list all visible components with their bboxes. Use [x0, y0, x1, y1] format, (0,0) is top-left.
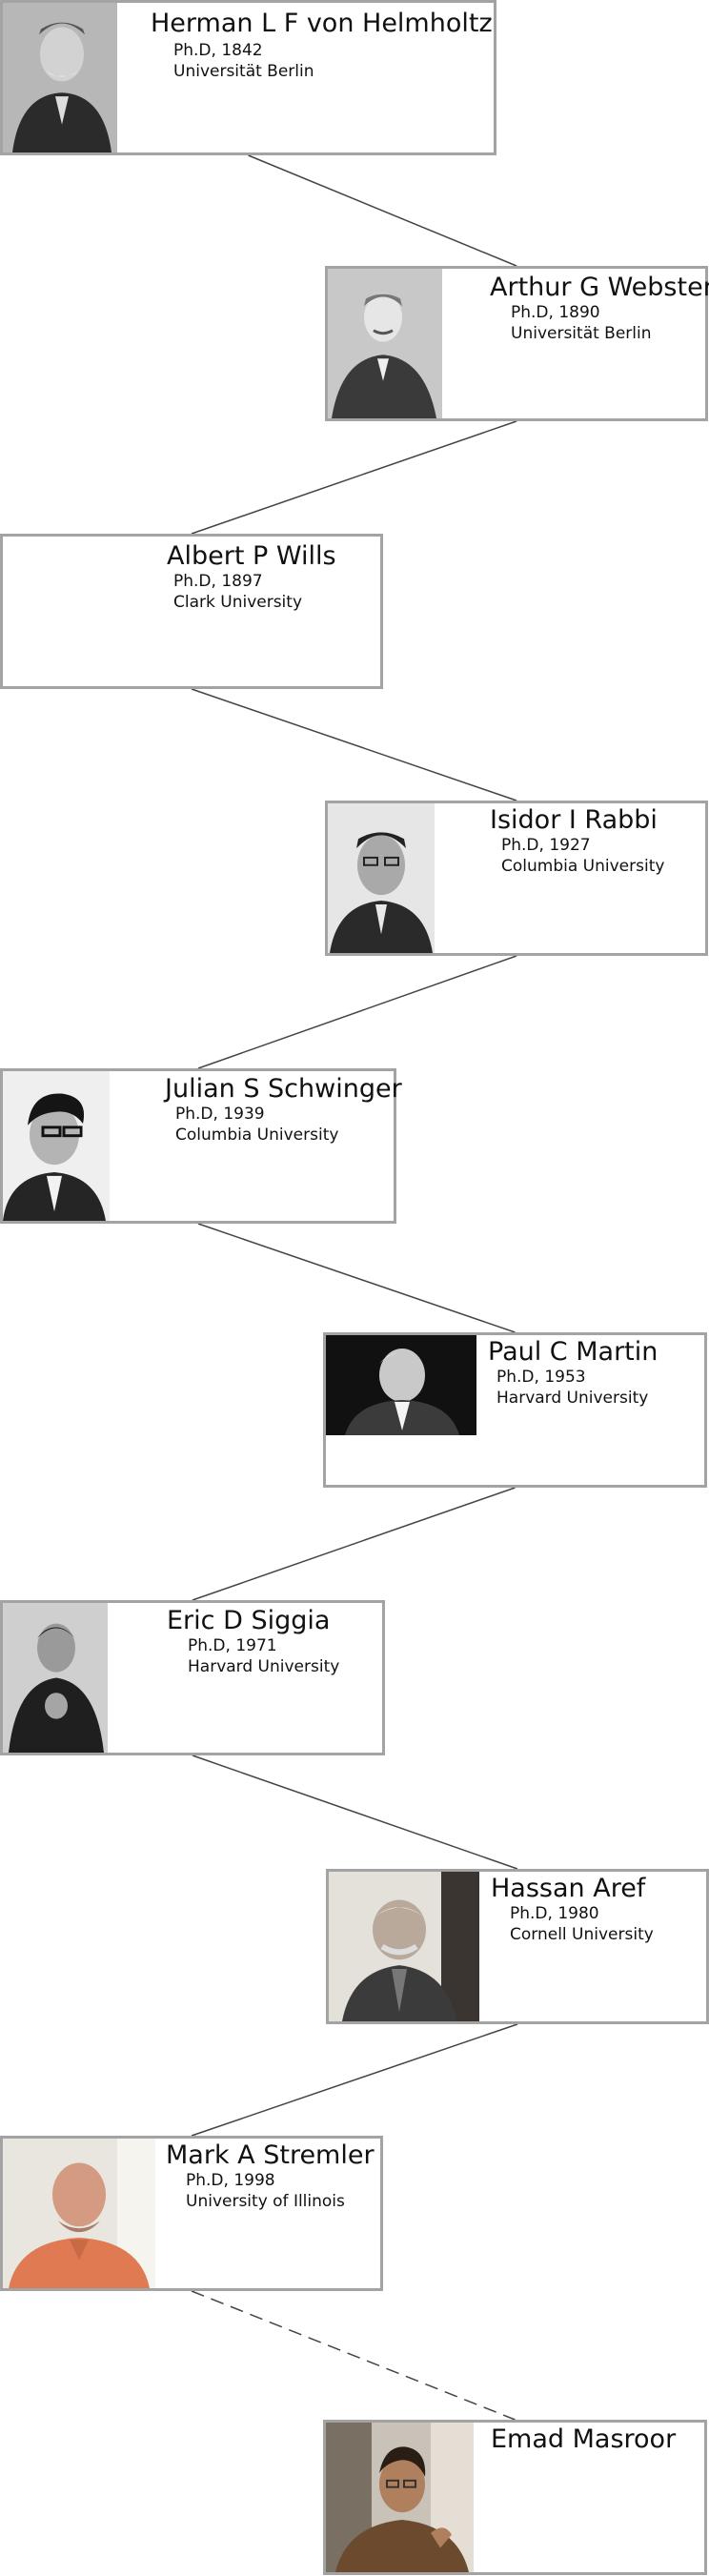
person-degree: Ph.D, 1897	[173, 572, 263, 591]
connector-line	[248, 154, 517, 267]
person-school: Harvard University	[188, 1657, 340, 1676]
portrait-photo	[3, 2139, 155, 2288]
connector-line	[197, 955, 517, 1069]
portrait-photo	[3, 1071, 110, 1221]
connector-line	[191, 2290, 516, 2421]
person-name: Mark A Stremler	[166, 2140, 375, 2170]
person-school: Cornell University	[510, 1925, 654, 1944]
person-school: Clark University	[173, 593, 303, 612]
person-name: Julian S Schwinger	[165, 1074, 402, 1104]
portrait-photo	[329, 1872, 479, 2021]
portrait-photo	[328, 803, 435, 953]
person-name: Albert P Wills	[167, 541, 336, 571]
connector-line	[191, 420, 517, 535]
person-card-aref[interactable]: Hassan Aref Ph.D, 1980 Cornell Universit…	[326, 1869, 709, 2024]
person-degree: Ph.D, 1971	[188, 1636, 277, 1655]
portrait-photo	[326, 2423, 474, 2572]
portrait-photo	[326, 1335, 476, 1435]
person-card-helmholtz[interactable]: Herman L F von Helmholtz Ph.D, 1842 Univ…	[0, 0, 496, 155]
person-school: Columbia University	[175, 1126, 339, 1145]
person-degree: Ph.D, 1980	[510, 1904, 599, 1923]
connector-line	[197, 1223, 516, 1333]
person-degree: Ph.D, 1890	[511, 303, 600, 322]
person-name: Paul C Martin	[488, 1337, 658, 1367]
portrait-photo	[328, 269, 442, 418]
person-card-siggia[interactable]: Eric D Siggia Ph.D, 1971 Harvard Univers…	[0, 1600, 385, 1755]
person-name: Isidor I Rabbi	[490, 805, 658, 835]
person-card-wills[interactable]: Albert P Wills Ph.D, 1897 Clark Universi…	[0, 534, 383, 689]
person-degree: Ph.D, 1953	[496, 1368, 586, 1387]
person-card-webster[interactable]: Arthur G Webster Ph.D, 1890 Universität …	[325, 266, 709, 421]
person-name: Herman L F von Helmholtz	[151, 9, 493, 38]
connector-line	[192, 1487, 516, 1601]
person-name: Hassan Aref	[491, 1874, 646, 1903]
person-degree: Ph.D, 1842	[173, 41, 263, 60]
person-degree: Ph.D, 1998	[186, 2171, 275, 2190]
connector-line	[192, 1755, 518, 1870]
person-degree: Ph.D, 1927	[501, 836, 591, 855]
connector-line	[191, 2023, 518, 2137]
person-degree: Ph.D, 1939	[175, 1105, 265, 1124]
person-name: Arthur G Webster	[490, 273, 709, 302]
person-card-stremler[interactable]: Mark A Stremler Ph.D, 1998 University of…	[0, 2136, 383, 2291]
person-school: University of Illinois	[186, 2192, 345, 2211]
person-name: Emad Masroor	[491, 2424, 677, 2454]
person-card-martin[interactable]: Paul C Martin Ph.D, 1953 Harvard Univers…	[323, 1332, 707, 1488]
portrait-photo	[3, 1603, 108, 1753]
person-school: Universität Berlin	[511, 324, 652, 343]
person-school: Universität Berlin	[173, 62, 314, 81]
connector-line	[191, 688, 517, 801]
person-name: Eric D Siggia	[167, 1606, 331, 1635]
person-school: Harvard University	[496, 1389, 649, 1408]
person-card-schwinger[interactable]: Julian S Schwinger Ph.D, 1939 Columbia U…	[0, 1068, 402, 1224]
person-school: Columbia University	[501, 857, 665, 876]
portrait-photo	[3, 3, 117, 152]
person-card-masroor[interactable]: Emad Masroor	[323, 2420, 707, 2575]
person-card-rabbi[interactable]: Isidor I Rabbi Ph.D, 1927 Columbia Unive…	[325, 801, 708, 956]
